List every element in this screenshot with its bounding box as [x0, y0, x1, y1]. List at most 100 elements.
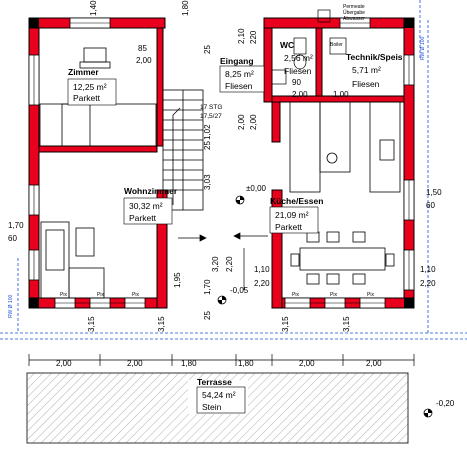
svg-text:2,00: 2,00 — [292, 90, 308, 99]
svg-text:Pix: Pix — [292, 292, 299, 298]
room-zimmer: Zimmer 12,25 m² Parkett — [67, 67, 117, 106]
svg-text:60: 60 — [8, 234, 17, 243]
window-lines — [33, 22, 410, 304]
svg-text:Pix: Pix — [60, 292, 67, 298]
svg-text:3,15: 3,15 — [157, 316, 166, 332]
svg-text:3,03: 3,03 — [203, 174, 212, 190]
svg-text:1,70: 1,70 — [203, 279, 212, 295]
svg-text:3,15: 3,15 — [342, 316, 351, 332]
svg-text:3,15: 3,15 — [87, 316, 96, 332]
wc-furniture — [271, 9, 347, 85]
svg-text:1,02: 1,02 — [203, 124, 212, 140]
svg-text:1,80: 1,80 — [181, 359, 197, 368]
svg-text:Pix: Pix — [367, 292, 374, 298]
room-wc: WC 2,56 m² Fliesen — [280, 40, 313, 76]
room-eingang: Eingang 8,25 m² Fliesen — [219, 56, 265, 93]
room-floor: Fliesen — [225, 81, 253, 91]
window-pix-labels: Pix Pix Pix Pix Pix Pix — [60, 292, 374, 298]
svg-text:Pix: Pix — [330, 292, 337, 298]
room-name: Technik/Speis — [346, 52, 403, 62]
svg-text:2,00: 2,00 — [136, 56, 152, 65]
svg-text:90: 90 — [292, 78, 301, 87]
door-arrows — [178, 232, 268, 290]
room-kueche: Küche/Essen 21,09 m² Parkett — [269, 196, 323, 234]
room-area: 21,09 m² — [275, 210, 309, 220]
bottom-dimensions: 2,00 2,00 1,80 1,80 2,00 2,00 — [56, 359, 382, 368]
room-area: 5,71 m² — [352, 65, 381, 75]
svg-text:25: 25 — [203, 311, 212, 320]
svg-text:1,70: 1,70 — [8, 221, 24, 230]
svg-text:Pix: Pix — [97, 292, 104, 298]
level-terrace: -0,05 — [217, 286, 249, 305]
kitchen-furniture — [289, 101, 401, 285]
room-wohnzimmer: Wohnzimmer 30,32 m² Parkett — [123, 186, 178, 225]
svg-text:25: 25 — [203, 141, 212, 150]
svg-text:1,10: 1,10 — [420, 265, 436, 274]
room-area: 30,32 m² — [129, 201, 163, 211]
svg-text:1,95: 1,95 — [173, 272, 182, 288]
svg-text:220: 220 — [249, 30, 258, 44]
svg-text:Pix: Pix — [132, 292, 139, 298]
svg-text:2,20: 2,20 — [254, 279, 270, 288]
svg-text:3,15: 3,15 — [281, 316, 290, 332]
wohnzimmer-furniture — [40, 221, 105, 299]
staircase — [162, 89, 204, 211]
level-main: ±0,00 — [235, 184, 267, 205]
tech-note-1: Permeate — [343, 4, 365, 10]
svg-text:85: 85 — [138, 44, 147, 53]
room-floor: Parkett — [129, 213, 157, 223]
level-garden: -0,20 — [423, 399, 455, 418]
svg-text:2,00: 2,00 — [299, 359, 315, 368]
svg-text:-0,05: -0,05 — [230, 286, 249, 295]
room-area: 12,25 m² — [73, 82, 107, 92]
svg-text:2,20: 2,20 — [420, 279, 436, 288]
svg-text:1,40: 1,40 — [89, 0, 98, 16]
room-floor: Parkett — [275, 222, 303, 232]
svg-text:2,00: 2,00 — [366, 359, 382, 368]
svg-text:25: 25 — [203, 45, 212, 54]
svg-text:1,50: 1,50 — [426, 188, 442, 197]
pipe-label-right: RW Ø 100 — [420, 37, 426, 60]
svg-text:1,80: 1,80 — [181, 0, 190, 16]
room-area: 54,24 m² — [202, 390, 236, 400]
svg-text:2,00: 2,00 — [127, 359, 143, 368]
svg-text:2,00: 2,00 — [237, 114, 246, 130]
svg-text:±0,00: ±0,00 — [246, 184, 267, 193]
room-name: Wohnzimmer — [124, 186, 178, 196]
svg-text:2,20: 2,20 — [225, 256, 234, 272]
pipe-label-left: RW Ø 100 — [8, 295, 14, 318]
svg-text:2,00: 2,00 — [56, 359, 72, 368]
vertical-dimensions: 3,15 3,15 3,15 3,15 25 1,95 1,70 3,20 2,… — [87, 0, 351, 332]
tech-note-2: Übergabe — [343, 9, 365, 16]
horizontal-dimensions: 85 2,00 2,00 90 1,00 1,50 60 1,10 2,20 1… — [8, 44, 442, 288]
room-floor: Fliesen — [352, 79, 380, 89]
room-name: Eingang — [220, 56, 254, 66]
room-technik: Technik/Speis 5,71 m² Fliesen — [346, 52, 403, 89]
corner-posts — [29, 18, 414, 308]
room-floor: Fliesen — [284, 66, 312, 76]
svg-text:-0,20: -0,20 — [436, 399, 455, 408]
bottom-dimension-line — [28, 354, 415, 366]
room-name: WC — [280, 40, 294, 50]
room-terrasse: Terrasse 54,24 m² Stein — [196, 377, 246, 414]
svg-text:2,10: 2,10 — [237, 28, 246, 44]
tech-note-3: Abwasser — [343, 16, 365, 22]
stair-rise: 17,5/27 — [200, 113, 222, 120]
svg-text:1,80: 1,80 — [238, 359, 254, 368]
blue-guide-lines — [0, 0, 467, 340]
stair-steps: 17 STG — [200, 104, 222, 111]
room-area: 8,25 m² — [225, 69, 254, 79]
svg-text:1,00: 1,00 — [333, 90, 349, 99]
svg-text:60: 60 — [426, 201, 435, 210]
room-name: Terrasse — [197, 377, 232, 387]
svg-text:3,20: 3,20 — [211, 256, 220, 272]
boiler-label: Boiler — [330, 42, 343, 48]
svg-text:2,00: 2,00 — [249, 114, 258, 130]
room-name: Küche/Essen — [270, 196, 323, 206]
room-name: Zimmer — [68, 67, 99, 77]
room-floor: Parkett — [73, 93, 101, 103]
room-area: 2,56 m² — [284, 53, 313, 63]
svg-text:1,10: 1,10 — [254, 265, 270, 274]
room-floor: Stein — [202, 402, 222, 412]
